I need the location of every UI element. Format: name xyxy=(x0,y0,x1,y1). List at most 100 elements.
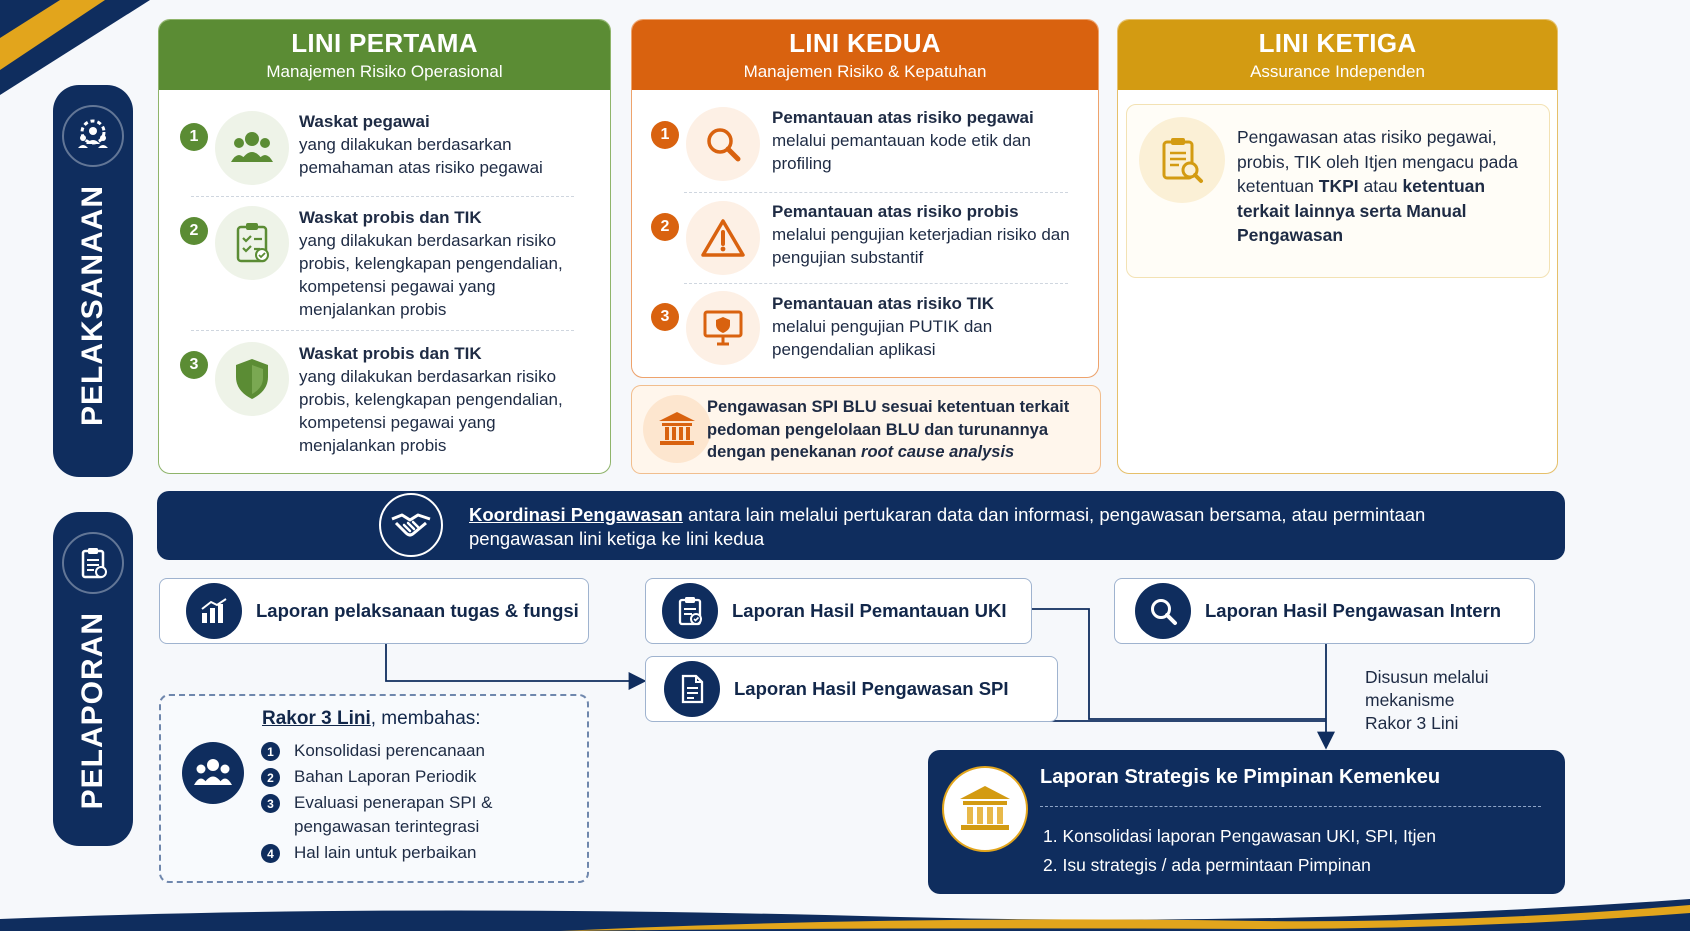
handshake-icon xyxy=(379,493,443,557)
lini-pertama-item-1-text: Waskat pegawai yang dilakukan berdasarka… xyxy=(299,110,589,179)
laporan-intern-box: Laporan Hasil Pengawasan Intern xyxy=(1114,578,1535,644)
laporan-intern-label: Laporan Hasil Pengawasan Intern xyxy=(1205,600,1502,621)
rakor-list: 1 Konsolidasi perencanaan 2 Bahan Laporan … xyxy=(261,739,506,867)
rakor-item-text: Konsolidasi perencanaan xyxy=(294,741,485,760)
spi-blu-box: Pengawasan SPI BLU sesuai ketentuan terk… xyxy=(631,385,1101,474)
laporan-uki-box: Laporan Hasil Pemantauan UKI xyxy=(645,578,1032,644)
disusun-line-1: Disusun melalui xyxy=(1365,667,1489,687)
rakor-number-badge: 1 xyxy=(261,742,280,761)
item-number-badge: 2 xyxy=(651,213,679,241)
lini-kedua-item-2: 2 Pemantauan atas risiko probis melalui … xyxy=(632,198,1098,278)
strategis-item-2: 2. Isu strategis / ada permintaan Pimpin… xyxy=(1043,855,1371,875)
rakor-number-badge: 2 xyxy=(261,768,280,787)
laporan-strategis-title: Laporan Strategis ke Pimpinan Kemenkeu xyxy=(1040,766,1441,788)
rakor-item-text: Bahan Laporan Periodik xyxy=(294,767,477,786)
divider xyxy=(191,330,574,331)
rakor-title-bold: Rakor 3 Lini xyxy=(262,708,371,729)
lini-ketiga-text-d: ketentuan terkait lainnya serta Manual P… xyxy=(1237,176,1486,245)
item-body: melalui pemantauan kode etik dan profili… xyxy=(772,131,1031,173)
item-number-badge: 1 xyxy=(180,123,208,151)
rakor-item-2: 2 Bahan Laporan Periodik xyxy=(261,765,506,789)
lini-ketiga-header: LINI KETIGA Assurance Independen xyxy=(1118,20,1557,90)
strategis-item-1: 1. Konsolidasi laporan Pengawasan UKI, S… xyxy=(1043,826,1437,846)
lini-kedua-item-3: 3 Pemantauan atas risiko TIK melalui pen… xyxy=(632,290,1098,370)
lini-pertama-item-1: 1 Waskat pegawai yang dilakukan berdasar… xyxy=(159,108,610,188)
rakor-item-3: 3 Evaluasi penerapan SPI & pengawasan ter… xyxy=(261,791,506,839)
rakor-item-text: Evaluasi penerapan SPI & pengawasan teri… xyxy=(294,793,493,836)
lini-kedua-header: LINI KEDUA Manajemen Risiko & Kepatuhan xyxy=(632,20,1098,90)
disusun-line-3: Rakor 3 Lini xyxy=(1365,713,1459,733)
rakor-box: Rakor 3 Lini, membahas: 1 Konsolidasi per… xyxy=(159,694,589,883)
divider xyxy=(684,283,1068,284)
pelaporan-side-label: PELAPORAN xyxy=(53,512,133,846)
group-icon xyxy=(182,742,244,804)
divider xyxy=(684,192,1068,193)
lini-pertama-item-2: 2 Waskat probis dan TIK yang dilakukan b… xyxy=(159,206,610,319)
lini-pertama-body: 1 Waskat pegawai yang dilakukan berdasar… xyxy=(159,90,610,473)
rakor-title: Rakor 3 Lini, membahas: xyxy=(262,708,481,730)
lini-ketiga-card: Pengawasan atas risiko pegawai, probis, … xyxy=(1126,104,1550,278)
magnifier-icon xyxy=(686,107,760,181)
pelaksanaan-side-label: PELAKSANAAN xyxy=(53,85,133,477)
rakor-item-1: 1 Konsolidasi perencanaan xyxy=(261,739,506,763)
lini-ketiga-subtitle: Assurance Independen xyxy=(1250,62,1425,81)
pelaporan-label: PELAPORAN xyxy=(76,612,109,810)
item-title: Waskat probis dan TIK xyxy=(299,208,482,227)
people-icon xyxy=(215,111,289,185)
lini-ketiga-title: LINI KETIGA xyxy=(1258,28,1417,58)
lini-ketiga-panel: LINI KETIGA Assurance Independen Pengawa… xyxy=(1117,19,1558,474)
lini-pertama-item-3: 3 Waskat probis dan TIK yang dilakukan b… xyxy=(159,342,610,455)
lini-kedua-subtitle: Manajemen Risiko & Kepatuhan xyxy=(743,62,987,81)
lini-pertama-panel: LINI PERTAMA Manajemen Risiko Operasiona… xyxy=(158,19,611,474)
divider xyxy=(191,196,574,197)
pelaksanaan-label: PELAKSANAAN xyxy=(76,185,109,427)
item-number-badge: 1 xyxy=(651,121,679,149)
laporan-tugas-label: Laporan pelaksanaan tugas & fungsi xyxy=(256,600,579,621)
warning-icon xyxy=(686,201,760,275)
laporan-tugas-box: Laporan pelaksanaan tugas & fungsi xyxy=(159,578,589,644)
lini-pertama-item-2-text: Waskat probis dan TIK yang dilakukan ber… xyxy=(299,206,589,321)
bar-chart-icon xyxy=(186,583,242,639)
lini-pertama-title: LINI PERTAMA xyxy=(291,28,478,58)
lini-kedua-item-3-text: Pemantauan atas risiko TIK melalui pengu… xyxy=(772,292,1082,361)
corner-decoration xyxy=(0,0,150,95)
lini-kedua-item-1: 1 Pemantauan atas risiko pegawai melalui… xyxy=(632,104,1098,184)
item-number-badge: 3 xyxy=(651,303,679,331)
item-number-badge: 2 xyxy=(180,217,208,245)
institution-icon xyxy=(942,766,1028,852)
koordinasi-body: antara lain melalui pertukaran data dan … xyxy=(469,504,1426,549)
bottom-wave-decoration xyxy=(0,899,1690,931)
rakor-number-badge: 3 xyxy=(261,794,280,813)
document-search-icon xyxy=(1139,117,1225,203)
rakor-title-suffix: , membahas: xyxy=(370,708,481,729)
lini-kedua-body: 1 Pemantauan atas risiko pegawai melalui… xyxy=(632,90,1098,377)
lini-kedua-item-1-text: Pemantauan atas risiko pegawai melalui p… xyxy=(772,106,1082,175)
lini-pertama-subtitle: Manajemen Risiko Operasional xyxy=(266,62,503,81)
building-icon xyxy=(643,395,711,463)
item-number-badge: 3 xyxy=(180,351,208,379)
item-title: Pemantauan atas risiko pegawai xyxy=(772,108,1034,127)
disusun-line-2: mekanisme xyxy=(1365,690,1455,710)
item-body: yang dilakukan berdasarkan pemahaman ata… xyxy=(299,135,543,177)
checklist-icon xyxy=(215,206,289,280)
item-title: Pemantauan atas risiko TIK xyxy=(772,294,995,313)
item-body: melalui pengujian PUTIK dan pengendalian… xyxy=(772,317,993,359)
item-title: Waskat pegawai xyxy=(299,112,430,131)
lini-ketiga-text-a: Pengawasan atas risiko pegawai, probis, … xyxy=(1237,127,1518,196)
document-icon xyxy=(664,661,720,717)
koordinasi-text: Koordinasi Pengawasan antara lain melalu… xyxy=(469,503,1519,551)
clipboard-check-icon xyxy=(662,583,718,639)
rakor-item-text: Hal lain untuk perbaikan xyxy=(294,843,477,862)
clipboard-report-icon xyxy=(62,532,124,594)
magnifier-icon xyxy=(1135,583,1191,639)
koordinasi-banner: Koordinasi Pengawasan antara lain melalu… xyxy=(157,491,1565,560)
shield-icon xyxy=(215,342,289,416)
lini-ketiga-tkpi: TKPI xyxy=(1318,176,1359,196)
lini-ketiga-text-c: atau xyxy=(1363,176,1398,196)
item-body: melalui pengujian keterjadian risiko dan… xyxy=(772,225,1070,267)
laporan-uki-label: Laporan Hasil Pemantauan UKI xyxy=(732,600,1007,621)
lini-ketiga-body: Pengawasan atas risiko pegawai, probis, … xyxy=(1118,90,1557,473)
item-body: yang dilakukan berdasarkan risiko probis… xyxy=(299,231,563,319)
gear-people-icon xyxy=(62,105,124,167)
